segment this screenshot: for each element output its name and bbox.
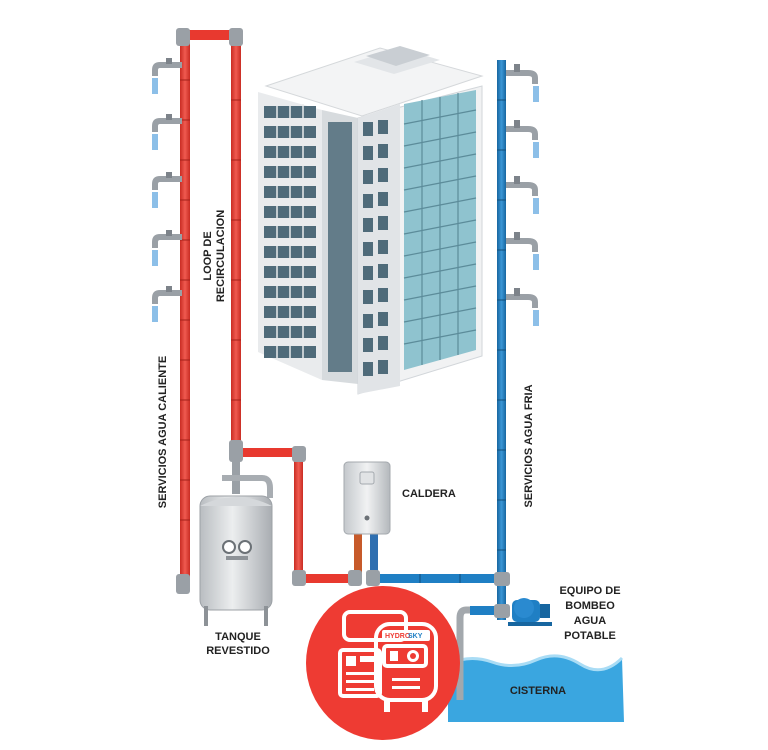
curtain-wall-mullions [403,93,477,365]
brand-hydro: HYDRO [385,633,411,640]
faucet-icon [506,288,539,326]
hydrosky-equipment-icon: HYDRO SKY [306,586,460,740]
left-facade-window-dividers [276,104,304,360]
pump-label-line3: AGUA [574,615,606,627]
loop-label-line2: RECIRCULACION [215,210,227,302]
loop-label-line1: LOOP DE [202,231,214,280]
tank-label-line2: REVESTIDO [206,645,270,657]
faucet-icon [506,176,539,214]
faucet-icon [506,120,539,158]
faucet-icon [506,232,539,270]
building [258,46,484,395]
cistern: CISTERNA [447,654,624,722]
cold-services-label: SERVICIOS AGUA FRIA [523,384,535,507]
tank-label-line1: TANQUE [215,631,261,643]
cold-faucets [506,64,539,326]
front-wing-windows [363,120,388,376]
cold-water-pipes [366,60,510,700]
boiler: CALDERA [343,461,456,535]
faucet-icon [152,114,182,150]
faucet-icon [152,172,182,208]
faucet-icon [152,230,182,266]
faucet-icon [152,286,182,322]
boiler-label: CALDERA [402,488,456,500]
brand-sky: SKY [408,633,423,640]
faucet-icon [152,58,182,94]
pump-label-line2: BOMBEO [565,600,615,612]
temperature-gauge [238,540,252,554]
pump-equipment: EQUIPO DE BOMBEO AGUA POTABLE [508,585,621,642]
hot-services-label: SERVICIOS AGUA CALIENTE [157,356,169,508]
cistern-label: CISTERNA [510,685,566,697]
hot-faucets [152,58,182,322]
pump-label-line4: POTABLE [564,630,616,642]
faucet-icon [506,64,539,102]
pressure-gauge [222,540,236,554]
lined-tank: TANQUE REVESTIDO [199,475,273,657]
pump-label-line1: EQUIPO DE [559,585,620,597]
